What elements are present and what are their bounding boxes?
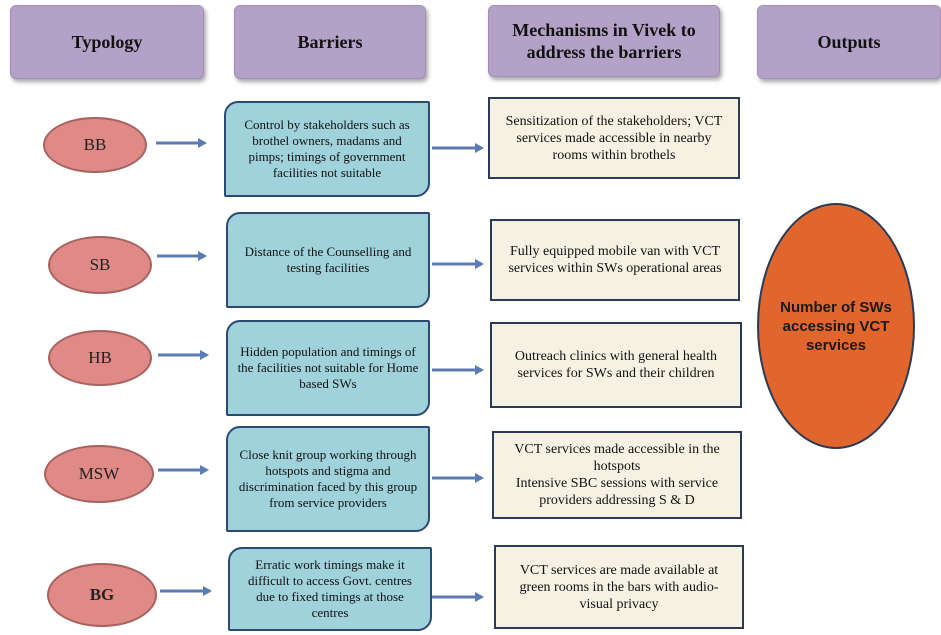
barrier-box-hb: Hidden population and timings of the fac… (226, 320, 430, 416)
mechanism-box-bg: VCT services are made available at green… (494, 545, 744, 629)
output-oval: Number of SWs accessing VCT services (757, 203, 915, 449)
header-mechanisms: Mechanisms in Vivek to address the barri… (488, 5, 720, 77)
barrier-box-bg: Erratic work timings make it difficult t… (228, 547, 432, 631)
typology-oval-bg: BG (47, 563, 157, 627)
barrier-box-bb: Control by stakeholders such as brothel … (224, 101, 430, 197)
typology-oval-msw: MSW (44, 445, 154, 503)
header-typology: Typology (10, 5, 204, 79)
mechanism-box-sb: Fully equipped mobile van with VCT servi… (490, 219, 740, 301)
header-outputs: Outputs (757, 5, 941, 79)
typology-oval-hb: HB (48, 330, 152, 386)
barrier-box-sb: Distance of the Counselling and testing … (226, 212, 430, 308)
mechanism-box-bb: Sensitization of the stakeholders; VCT s… (488, 97, 740, 179)
typology-oval-sb: SB (48, 236, 152, 294)
mechanism-box-hb: Outreach clinics with general health ser… (490, 322, 742, 408)
header-barriers: Barriers (234, 5, 426, 79)
barrier-box-msw: Close knit group working through hotspot… (226, 426, 430, 532)
mechanism-msw-text: VCT services made accessible in the hots… (514, 442, 720, 508)
typology-oval-bb: BB (43, 117, 147, 173)
mechanism-box-msw: VCT services made accessible in the hots… (492, 431, 742, 519)
